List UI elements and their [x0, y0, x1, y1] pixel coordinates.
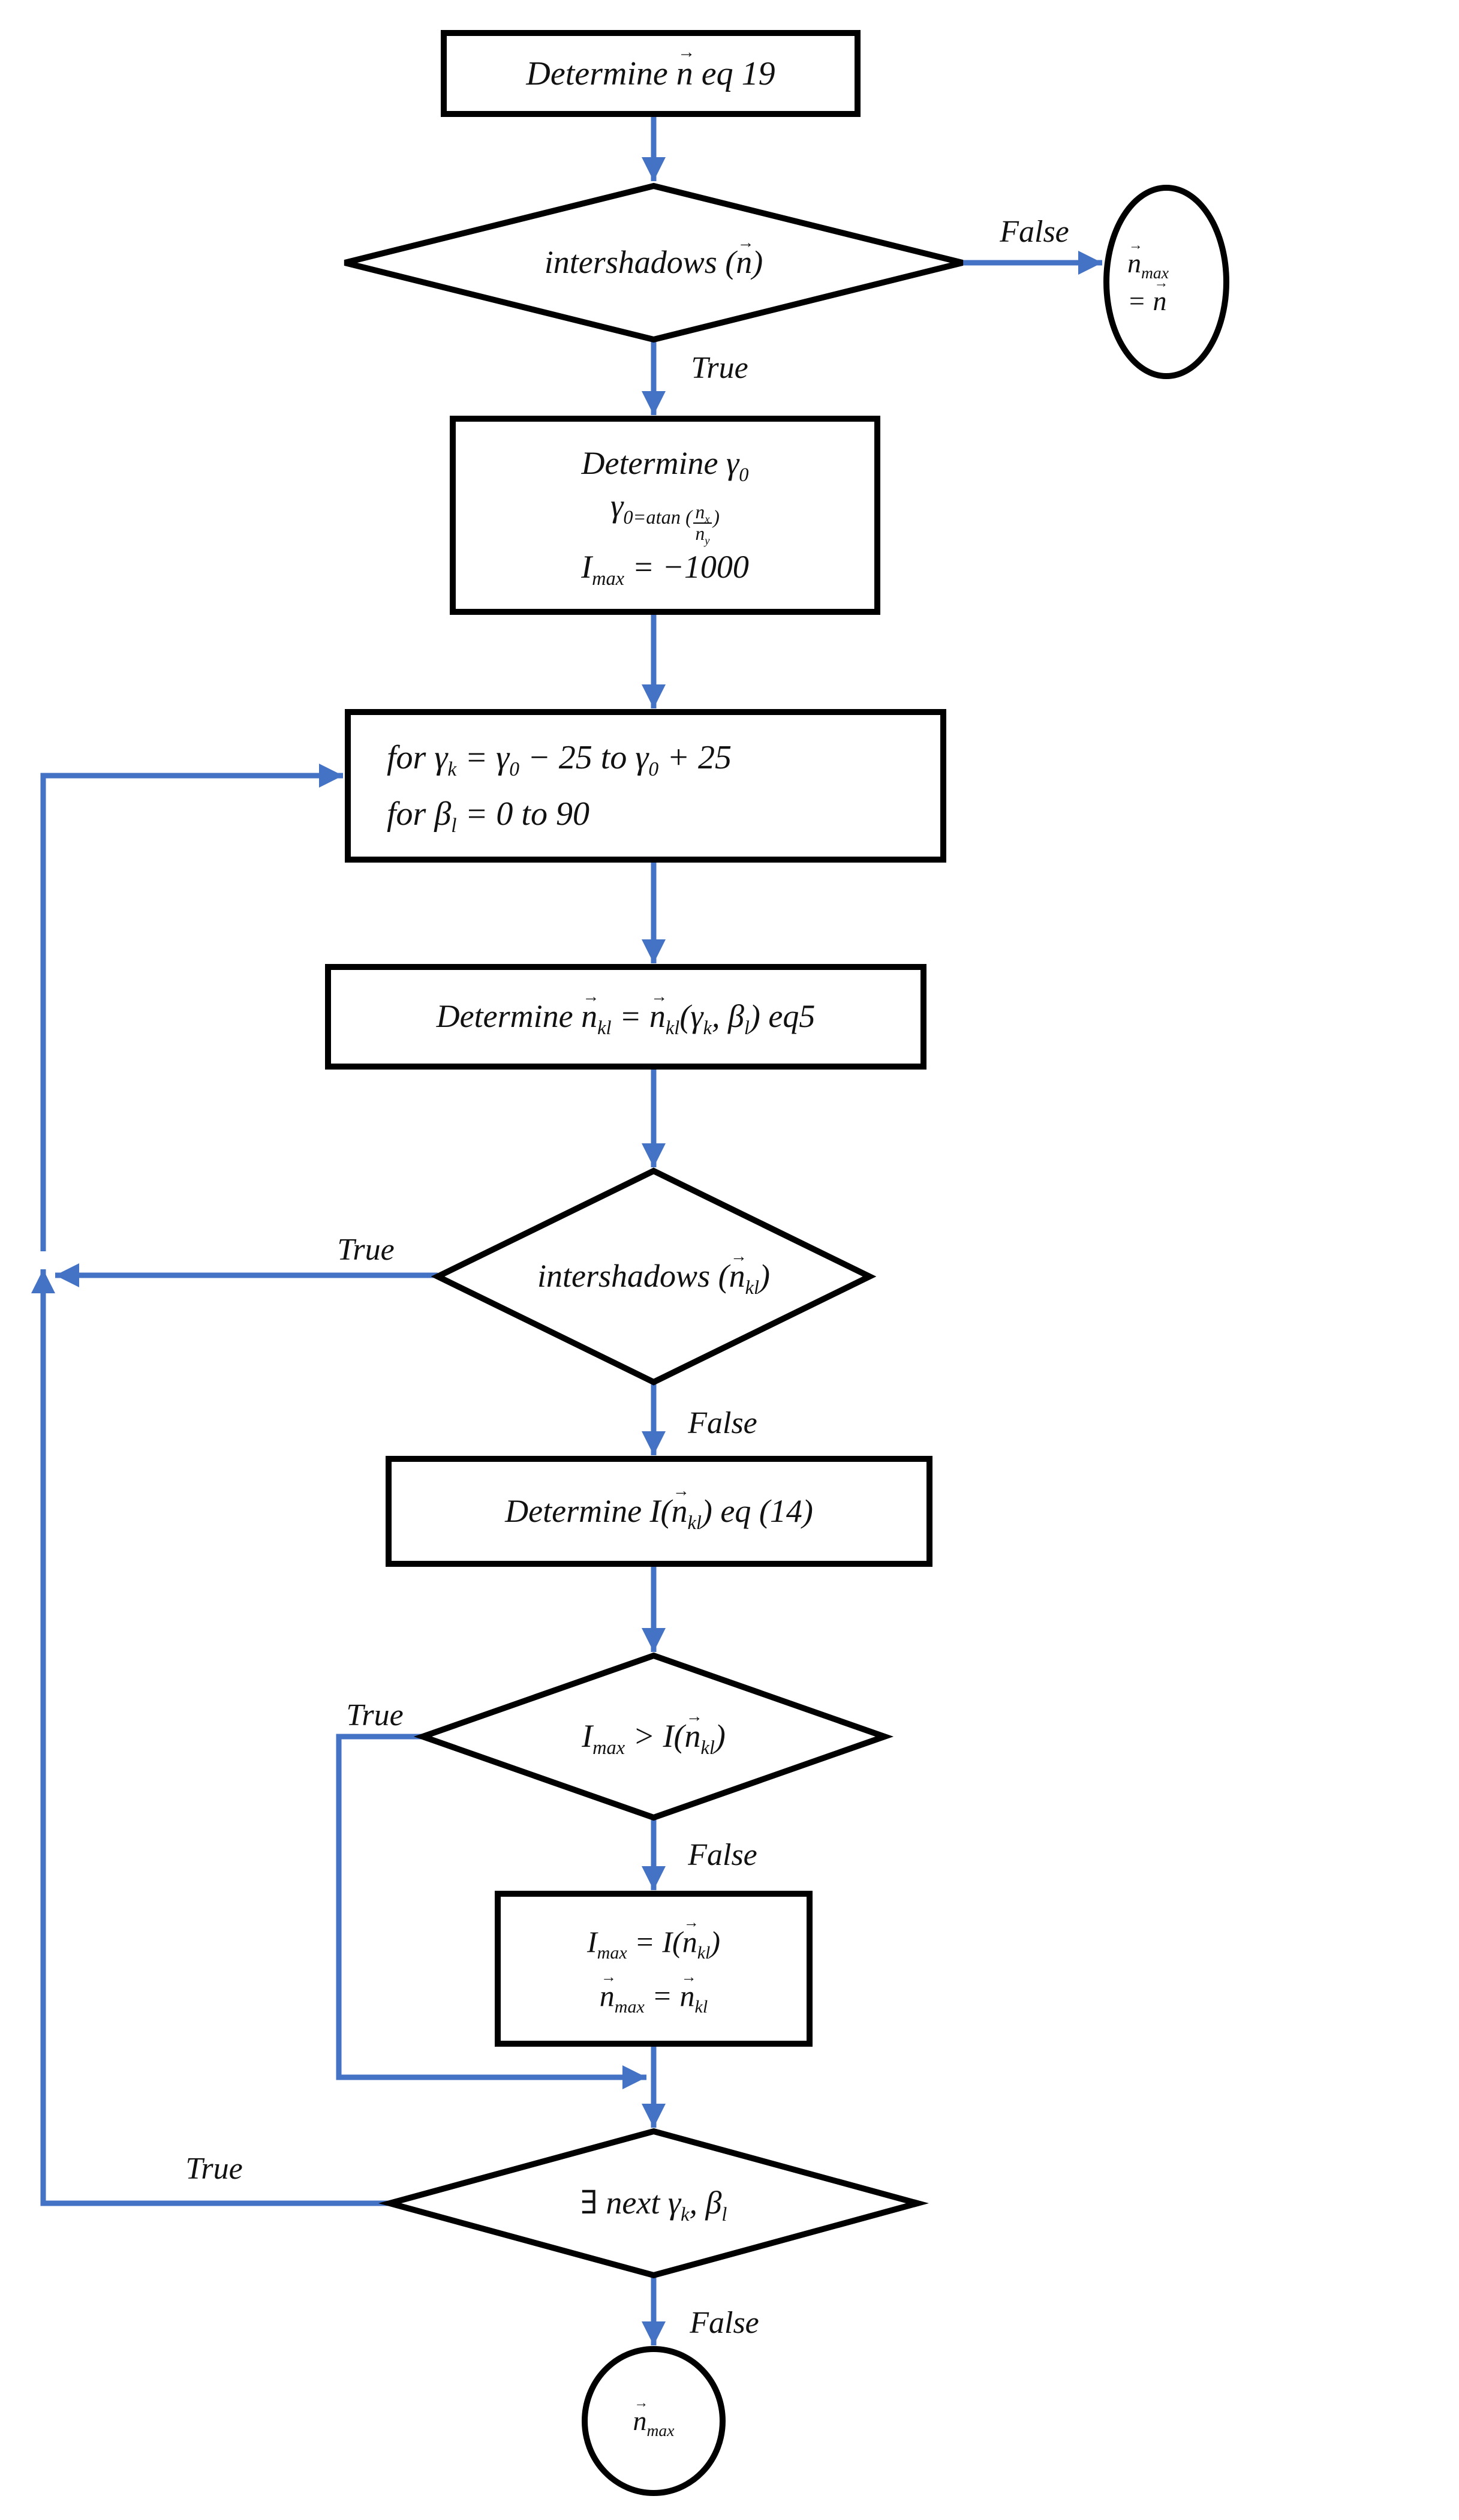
for-loop-box-shape: [345, 709, 946, 863]
edge-exists-true-left-rail: [31, 1269, 390, 2206]
edge-imax-true-bypass: [336, 1734, 646, 2089]
imax-greater-diamond-shape: [413, 1652, 894, 1821]
determine-intensity-box-shape: [386, 1456, 932, 1567]
intershadows-n-decision-label: intershadows (n→): [544, 233, 763, 281]
determine-nkl-box-shape: [325, 964, 926, 1070]
edge-label-imax-true: True: [346, 1698, 404, 1732]
update-max-box-shape: [495, 1891, 813, 2047]
edge-label-intershadows-false: False: [1000, 214, 1069, 249]
start-box-shape: [441, 30, 861, 117]
start-box-label: Determine n→ eq 19: [526, 43, 775, 92]
nmax-terminal-label: n→max: [633, 2395, 675, 2440]
intershadows-nkl-diamond-shape: [431, 1167, 877, 1386]
edge-label-intershadows-nkl-false: False: [688, 1405, 757, 1440]
init-gamma0-box-shape: [450, 416, 880, 615]
exists-next-diamond-shape: [378, 2128, 929, 2279]
nmax-equals-n-terminal-shape: [1103, 185, 1229, 379]
update-max-box-label: Imax = I(n→kl)n→max = n→kl: [587, 1914, 720, 2017]
edge-label-exists-false: False: [690, 2305, 759, 2340]
edge-rail-to-forloop: [40, 764, 343, 1251]
exists-next-decision-label: ∃ next γk, βl: [580, 2185, 727, 2226]
nmax-equals-n-terminal-label: n→max= n→: [1127, 237, 1169, 316]
intershadows-nkl-decision-label: intershadows (n→kl): [537, 1247, 770, 1299]
imax-greater-decision-label: Imax > I(n→kl): [582, 1707, 726, 1759]
intershadows-n-diamond-shape: [344, 182, 964, 343]
nmax-terminal-shape: [582, 2346, 726, 2496]
edge-label-intershadows-true: True: [691, 350, 748, 385]
determine-intensity-box-label: Determine I(n→kl) eq (14): [505, 1482, 813, 1534]
edge-label-imax-false: False: [688, 1837, 757, 1872]
edge-label-exists-true: True: [185, 2151, 243, 2186]
edge-label-intershadows-nkl-true: True: [337, 1232, 395, 1267]
determine-nkl-box-label: Determine n→kl = n→kl(γk, βl) eq5: [436, 987, 816, 1040]
